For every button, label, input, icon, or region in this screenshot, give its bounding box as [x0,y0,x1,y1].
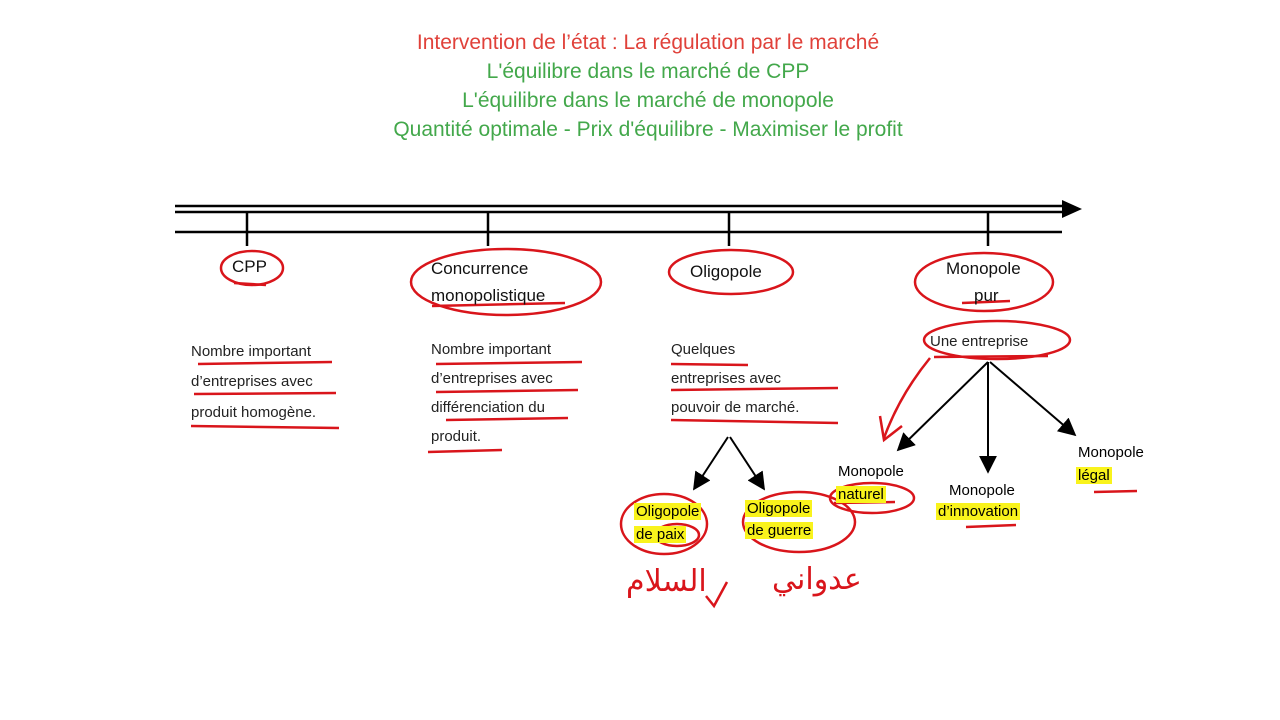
concurrence-description-line-1: Nombre important [431,341,552,358]
concurrence-description-line-2: d’entreprises avec [431,370,553,387]
oligopole-branch-arrows [693,436,765,491]
concurrence-description-line-4: produit. [431,428,482,445]
hand-arrowhead-icon [878,415,903,443]
arabic-annotation-guerre: عدواني [772,562,862,597]
monopole-naturel-line-1: Monopole [838,463,904,480]
circle-oligopole-guerre [741,490,857,554]
market-label-cpp: CPP [232,257,267,276]
monopole-naturel-line-2: naturel [836,486,886,503]
circle-une-entreprise [922,319,1072,361]
market-label-monopole: Monopole [946,259,1021,278]
cpp-description-line-2: d’entreprises avec [191,373,313,390]
circle-naturel [828,481,916,515]
monopole-legal-line-2: légal [1076,467,1112,484]
underline-une-entreprise [933,354,1049,359]
oligopole-description-line-1: Quelques [671,341,736,358]
market-axis [175,200,1082,246]
oligopole-paix-line-1: Oligopole [634,503,702,520]
monopole-innovation-line-2: d’innovation [936,503,1021,520]
monopole-branch-arrows [896,361,1077,474]
oligopole-paix-line-2: de paix [634,526,687,543]
underline-pur [961,299,1011,305]
monopole-innovation-line-1: Monopole [949,482,1015,499]
subtitle-profit: Quantité optimale - Prix d'équilibre - M… [393,118,903,141]
market-label-oligopole: Oligopole [690,262,762,281]
title-main: Intervention de l’état : La régulation p… [416,31,880,54]
subtitle-monopole: L'équilibre dans le marché de monopole [462,89,834,112]
market-label-monopolistique: monopolistique [431,286,546,305]
monopole-description-une-entreprise: Une entreprise [930,333,1029,350]
oligopole-guerre-line-1: Oligopole [745,500,813,517]
axis-arrowhead-icon [1062,200,1082,218]
market-label-concurrence: Concurrence [431,259,529,278]
cpp-description-line-3: produit homogène. [191,404,317,421]
red-ink-annotations [190,247,1138,609]
circle-oligopole-paix [619,492,709,556]
concurrence-description-line-3: différenciation du [431,399,545,416]
check-mark-icon [705,581,729,609]
underline-cpp [233,281,267,287]
market-label-pur: pur [974,286,999,305]
arabic-annotation-paix: السلام [626,564,707,599]
oligopole-guerre-line-2: de guerre [745,522,814,539]
circle-concurrence [409,247,603,317]
subtitle-cpp: L'équilibre dans le marché de CPP [486,60,810,83]
underline-monopolistique [431,301,566,308]
circle-oligopole [667,248,795,296]
circle-monopole-pur [913,251,1055,313]
cpp-description-line-1: Nombre important [191,343,312,360]
monopole-legal-line-1: Monopole [1078,444,1144,461]
hand-arrow-icon [882,357,931,439]
oligopole-description-line-2: entreprises avec [671,370,782,387]
oligopole-description-line-3: pouvoir de marché. [671,399,800,416]
